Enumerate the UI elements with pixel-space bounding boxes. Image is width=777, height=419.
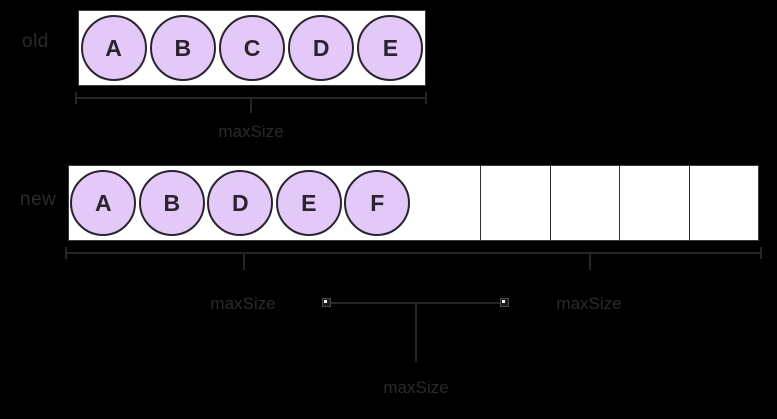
bracket-stem-right (589, 254, 591, 270)
bracket-stem (415, 304, 417, 362)
array-cell-empty[interactable] (411, 166, 481, 240)
bracket-line (75, 97, 427, 99)
bracket-stem-left (243, 254, 245, 270)
element-ball: A (80, 15, 147, 81)
bracket-tick-left (65, 247, 67, 259)
element-ball: A (70, 170, 137, 236)
row-label-old: old (22, 31, 49, 52)
bracket-stem (250, 99, 252, 113)
element-ball: B (149, 15, 216, 81)
element-ball: C (219, 15, 285, 81)
array-cell[interactable]: E (274, 166, 343, 240)
element-ball: D (288, 15, 355, 81)
array-cell[interactable]: D (286, 11, 356, 85)
array-cell[interactable]: A (79, 11, 149, 85)
element-ball: D (207, 170, 274, 236)
array-cell[interactable]: A (69, 166, 138, 240)
endpoint-marker-right (500, 298, 509, 307)
measure-caption-inner: maxSize (383, 378, 449, 397)
element-ball: E (275, 170, 342, 236)
bracket-line (65, 252, 762, 254)
array-cell[interactable]: E (355, 11, 426, 85)
array-cell[interactable]: B (148, 11, 218, 85)
array-new: A B D E F (68, 165, 759, 241)
measure-caption-new-right: maxSize (556, 294, 622, 313)
array-cell[interactable]: D (206, 166, 275, 240)
array-cell[interactable]: B (137, 166, 206, 240)
array-cell-empty[interactable] (481, 166, 551, 240)
element-ball: B (138, 170, 205, 236)
array-cell-empty[interactable] (620, 166, 690, 240)
bracket-tick-right (425, 92, 427, 104)
measure-caption-new-left: maxSize (210, 294, 276, 313)
array-cell-empty[interactable] (550, 166, 620, 240)
element-ball: E (357, 15, 424, 81)
array-cell-empty[interactable] (689, 166, 758, 240)
endpoint-marker-left (322, 298, 331, 307)
bracket-line (326, 302, 506, 304)
bracket-tick-left (75, 92, 77, 104)
array-old: A B C D E (78, 10, 426, 86)
bracket-tick-right (760, 247, 762, 259)
array-cell[interactable]: F (343, 166, 412, 240)
element-ball: F (344, 170, 411, 236)
row-label-new: new (20, 189, 57, 210)
measure-caption-old: maxSize (218, 122, 284, 141)
array-cell[interactable]: C (217, 11, 287, 85)
